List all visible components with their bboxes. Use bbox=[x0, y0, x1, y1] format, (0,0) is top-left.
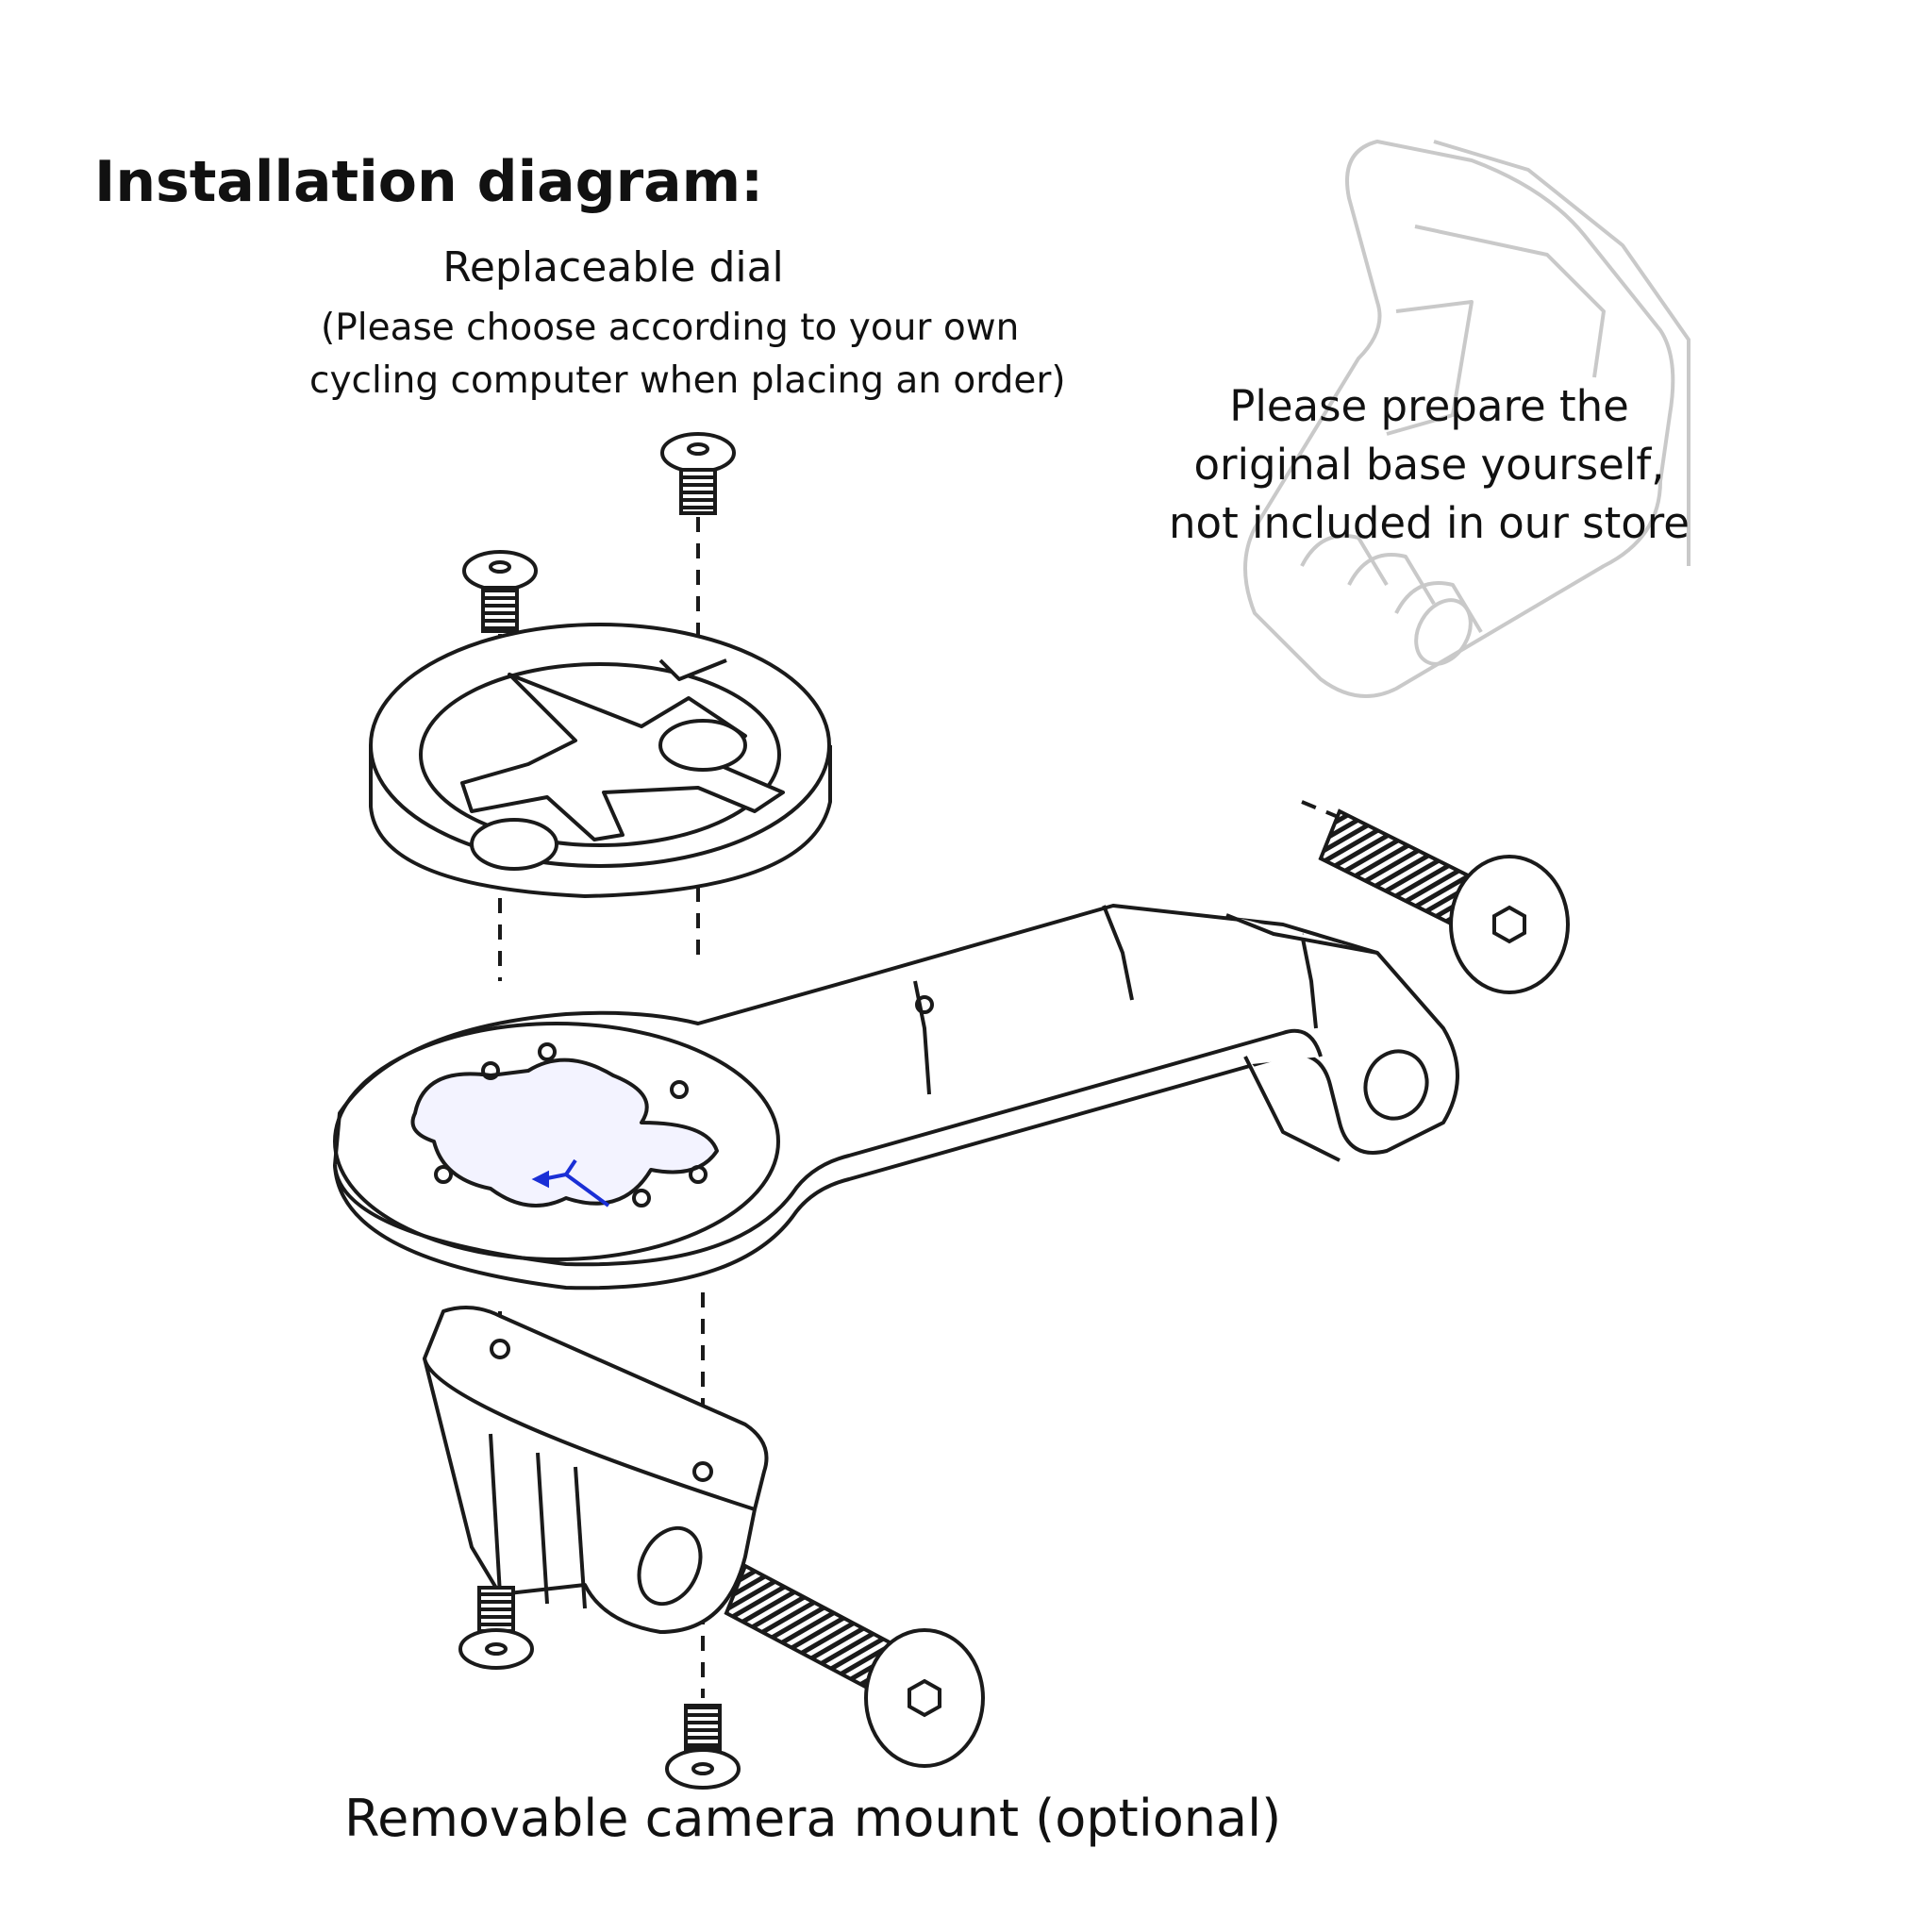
axis-marker bbox=[531, 1158, 610, 1208]
dial-note: (Please choose according to your own cyc… bbox=[283, 302, 1094, 408]
camera-screw-right bbox=[665, 1704, 741, 1790]
removable-camera-mount bbox=[423, 1306, 769, 1634]
replaceable-dial bbox=[369, 623, 832, 898]
original-base-faded bbox=[1243, 140, 1690, 698]
diagram-title: Installation diagram: bbox=[94, 149, 764, 215]
base-note-line-3: not included in our store bbox=[1169, 498, 1690, 548]
base-note-line-1: Please prepare the bbox=[1229, 381, 1629, 431]
dial-screw-left bbox=[462, 550, 538, 633]
camera-mount-label: Removable camera mount (optional) bbox=[344, 1789, 1282, 1848]
side-bolt-bottom bbox=[724, 1563, 985, 1768]
camera-screw-left bbox=[458, 1586, 534, 1670]
base-note: Please prepare the original base yoursel… bbox=[1156, 377, 1703, 553]
dial-note-line-1: (Please choose according to your own bbox=[321, 307, 1020, 349]
base-note-line-2: original base yourself, bbox=[1193, 440, 1665, 490]
extended-mount-arm bbox=[333, 904, 1459, 1291]
dial-label: Replaceable dial bbox=[442, 243, 784, 291]
side-bolt-top bbox=[1318, 808, 1570, 994]
dial-screw-right bbox=[660, 432, 736, 515]
dial-note-line-2: cycling computer when placing an order) bbox=[309, 359, 1066, 402]
